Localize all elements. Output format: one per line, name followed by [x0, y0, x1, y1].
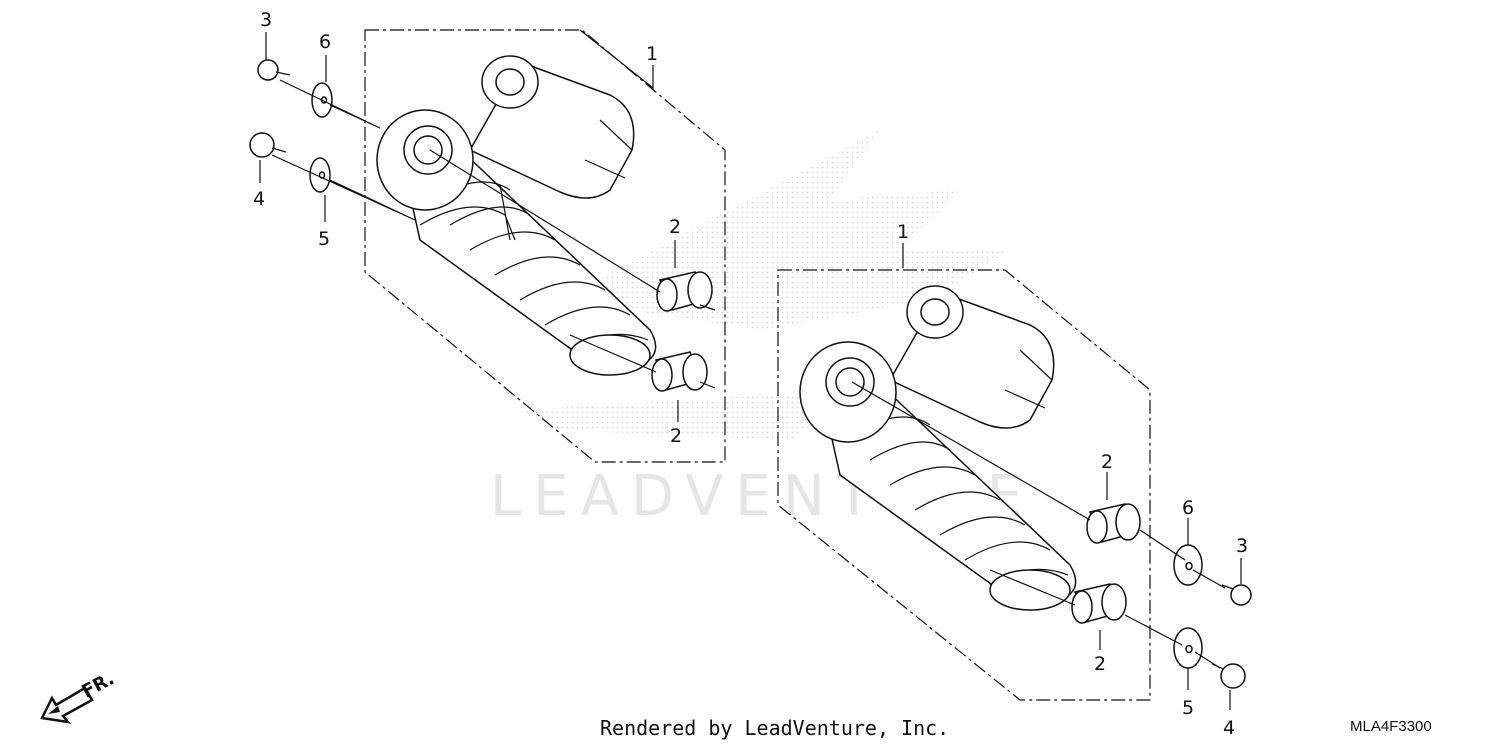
- bolt-small-left: [257, 59, 291, 81]
- bushing-upper-right: [1086, 503, 1141, 544]
- bolt-large-left: [249, 132, 287, 158]
- front-direction-arrow-icon: [40, 686, 94, 724]
- callout-3-right: 3: [1236, 535, 1248, 557]
- assembly-boundary-right: [777, 269, 1151, 701]
- callout-5-left: 5: [318, 228, 330, 250]
- bushing-lower-left: [651, 351, 708, 392]
- assembly-boundary-left: [364, 29, 726, 463]
- callout-4-left: 4: [253, 188, 265, 210]
- bolt-large-right: [1211, 663, 1246, 689]
- washer-large-left: [309, 157, 331, 193]
- washer-small-right: [1173, 544, 1203, 586]
- reservoir-right: [888, 285, 1055, 429]
- callout-2-right-upper: 2: [1101, 451, 1113, 473]
- diagram-code: MLA4F3300: [1350, 718, 1432, 735]
- bushing-lower-right: [1071, 583, 1127, 624]
- callout-2-left-upper: 2: [669, 216, 681, 238]
- callout-6-left: 6: [319, 31, 331, 53]
- bushing-upper-left: [656, 271, 713, 312]
- callout-1-right: 1: [897, 221, 909, 243]
- bolt-small-right: [1221, 584, 1252, 606]
- callout-6-right: 6: [1182, 497, 1194, 519]
- washer-large-right: [1173, 627, 1203, 669]
- footer-credit: Rendered by LeadVenture, Inc.: [600, 716, 950, 740]
- shock-assembly-right: [777, 269, 1151, 701]
- reservoir-left: [468, 55, 635, 199]
- callout-3-left: 3: [260, 9, 272, 31]
- callout-5-right: 5: [1182, 697, 1194, 719]
- top-mount-eye-right: [799, 341, 897, 443]
- shock-assembly-left: [364, 29, 726, 463]
- top-mount-eye-left: [376, 109, 474, 211]
- callout-2-right-lower: 2: [1094, 653, 1106, 675]
- callout-1-left: 1: [646, 43, 658, 65]
- callout-4-right: 4: [1223, 717, 1235, 739]
- callout-2-left-lower: 2: [670, 425, 682, 447]
